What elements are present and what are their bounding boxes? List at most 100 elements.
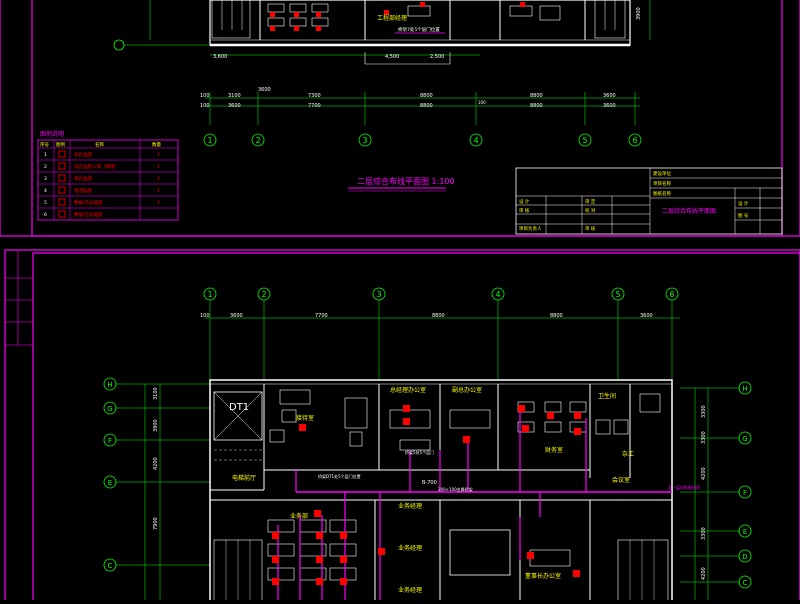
upper-floor-plan: 工程部经理 桥架7处5个层门位置 3,600 4,500 2,500 3900 [113,0,651,65]
svg-text:4: 4 [44,188,47,194]
svg-text:单孔插座: 单孔插座 [74,175,92,182]
right-dim-3: 4200 [701,467,707,480]
socket-icon [58,210,66,218]
tb-field-client: 建设单位 [653,170,671,177]
upper-room-label: 工程部经理 [377,14,407,22]
legend-row: 6 数据/信号插座 [44,210,103,218]
tb-right-label-1: 设 计 [738,200,749,207]
svg-text:6: 6 [632,136,637,145]
row-axis-right: H [738,381,752,395]
axis-bubble-5: 5 [578,133,592,147]
legend-row: 2 双孔插座入墙（网络） 1 [44,162,160,170]
upper-dim3-start: 100 [200,103,210,109]
row-axis-right: D [738,549,752,563]
tb-sign-col-1: 审 定 [585,198,596,205]
socket-icon [272,578,279,585]
tb-sign-row-1: 设 计 [519,198,530,205]
legend-table: 图例说明 序号 图例 名称 数量 1 [37,130,179,221]
room-deputy-office: 副总办公室 [452,386,482,394]
upper-dim3-2: 7700 [308,103,321,109]
svg-text:5: 5 [44,200,47,206]
svg-text:双孔插座: 双孔插座 [74,151,92,158]
socket-icon [58,186,66,194]
socket-icon [340,532,347,539]
socket-icon [314,510,321,517]
room-toilet: 卫生间 [598,392,616,400]
axis-bubble-3: 3 [358,133,372,147]
socket-icon [316,532,323,539]
svg-text:E: E [743,528,747,536]
socket-icon [316,26,321,31]
svg-text:1: 1 [157,164,160,170]
upper-sheet-border [0,0,800,237]
row-axis-left: G [103,401,117,415]
socket-icon [272,556,279,563]
svg-text:5: 5 [582,136,587,145]
legend-row: 1 双孔插座 1 [44,150,160,158]
lower-dim-3: 8800 [432,313,445,319]
socket-icon [58,174,66,182]
upper-dim3-4: 8800 [530,103,543,109]
svg-text:D: D [742,553,747,561]
svg-text:F: F [743,489,747,497]
svg-text:1: 1 [157,152,160,158]
svg-text:1: 1 [207,290,212,299]
room-business-mgr-2: 业务经理 [398,544,422,552]
legend-title: 图例说明 [40,130,64,138]
plan-title: 二层综合布线平面图 1:100 [357,176,455,186]
socket-icon [58,198,66,206]
room-chairman: 董事长办公室 [525,572,561,580]
cable-label-tray-center: 桥架5处5个层门 [405,449,434,455]
upper-dim3-1: 3600 [228,103,241,109]
socket-icon [520,2,525,7]
svg-text:2: 2 [255,136,260,145]
socket-icon [574,412,581,419]
right-dim-2: 3300 [701,431,707,444]
socket-icon [272,532,279,539]
upper-sockets [270,2,525,31]
svg-text:3: 3 [376,290,381,299]
tb-sign-col-3: 审 核 [585,225,596,232]
upper-dim3-3: 8800 [420,103,433,109]
lower-sheet: 1 2 3 4 5 6 100 3600 7700 8800 8800 3600 [4,249,800,604]
svg-text:5: 5 [615,290,620,299]
axis-bubble-3: 3 [372,287,386,301]
axis-bubble-2: 2 [251,133,265,147]
revision-strip [5,250,33,346]
upper-dim2-4: 8800 [420,93,433,99]
legend-header-qty: 数量 [152,141,161,148]
legend-header-symbol: 图例 [56,141,65,148]
lower-dim-5: 3600 [640,313,653,319]
socket-icon [378,548,385,555]
svg-text:G: G [742,435,747,443]
right-dim-1: 3300 [701,405,707,418]
axis-bubble-4: 4 [491,287,505,301]
svg-text:6: 6 [44,212,47,218]
socket-icon [294,12,299,17]
axis-bubble-4: 4 [469,133,483,147]
socket-icon [340,578,347,585]
tb-right-label-2: 图 号 [738,213,749,219]
svg-text:H: H [742,385,747,393]
socket-icon [340,556,347,563]
socket-icon [316,556,323,563]
socket-icon [573,570,580,577]
lower-dim-start: 100 [200,313,210,319]
socket-icon [403,405,410,412]
cable-label-riser: B-700 [422,480,437,486]
svg-text:1: 1 [207,136,212,145]
upper-cable-label: 桥架7处5个层门位置 [398,26,440,33]
upper-dim2-2: 3600 [258,87,271,93]
socket-icon [463,436,470,443]
lower-dim-4: 8800 [550,313,563,319]
upper-dim2-6: 3600 [603,93,616,99]
svg-text:E: E [108,479,112,487]
cable-label-tray-main: 桥架DT1处5个层门位置 [318,473,361,479]
tb-sign-col-2: 校 对 [585,207,596,214]
socket-icon [518,405,525,412]
room-meeting: 会议室 [612,476,630,484]
socket-icon [270,12,275,17]
socket-icon [574,428,581,435]
